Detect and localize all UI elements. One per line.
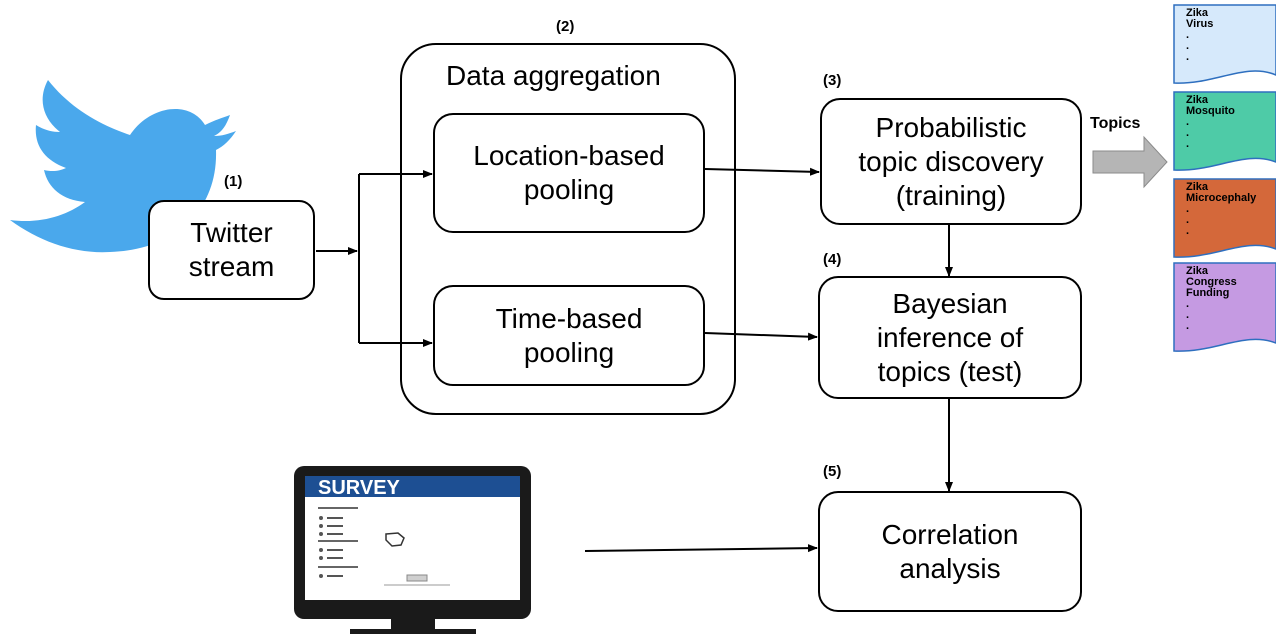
twitter-stream-line-2: stream [188, 251, 275, 282]
topic-discovery-box: Probabilistic topic discovery (training) [820, 98, 1082, 225]
bayesian-line-3: topics (test) [877, 355, 1023, 387]
connector-lines [316, 167, 953, 553]
topic-doc-funding-line-2: Congress [1186, 276, 1237, 288]
bayesian-inference-box: Bayesian inference of topics (test) [818, 276, 1082, 399]
twitter-stream-box: Twitter stream [148, 200, 315, 300]
topic-doc-virus-line-2: Virus [1186, 18, 1214, 30]
topic-doc-virus-line-4: . [1186, 40, 1190, 52]
topic-doc-funding-line-5: . [1186, 309, 1190, 321]
topic-doc-funding-line-4: . [1186, 298, 1190, 310]
survey-monitor-icon [294, 466, 531, 634]
topic-doc-funding-line-3: Funding [1186, 287, 1230, 299]
topic-doc-mosquito-line-2: Mosquito [1186, 105, 1235, 117]
topics-arrow [1092, 135, 1168, 189]
topic-doc-mosquito-line-3: . [1186, 116, 1190, 128]
topic-doc-virus-line-1: Zika [1186, 7, 1209, 19]
topic-doc-mosquito-line-4: . [1186, 127, 1190, 139]
location-pooling-line-1: Location-based [473, 140, 665, 171]
topic-doc-funding-line-6: . [1186, 320, 1190, 332]
correlation-analysis-box: Correlation analysis [818, 491, 1082, 612]
topic-doc-mosquito-line-1: Zika [1186, 94, 1209, 106]
topic-discovery-line-3: (training) [895, 179, 1007, 211]
topic-discovery-line-1: Probabilistic [875, 111, 1027, 143]
data-aggregation-title: Data aggregation [446, 60, 661, 91]
topics-label: Topics [1090, 115, 1141, 132]
topic-doc-microcephaly-line-4: . [1186, 214, 1190, 226]
step-5-label: (5) [823, 463, 842, 480]
topic-doc-virus-line-5: . [1186, 51, 1190, 63]
correlation-line-1: Correlation [881, 518, 1019, 550]
survey-label: SURVEY [318, 477, 401, 499]
topic-doc-funding-line-1: Zika [1186, 265, 1209, 277]
time-pooling-line-2: pooling [523, 336, 615, 368]
time-pooling-line-1: Time-based [495, 302, 643, 334]
topic-doc-microcephaly-line-2: Microcephaly [1186, 192, 1257, 204]
bayesian-line-2: inference of [876, 321, 1024, 353]
step-2-label: (2) [556, 18, 575, 35]
topic-doc-mosquito-line-5: . [1186, 138, 1190, 150]
time-pooling-box: Time-based pooling [433, 285, 705, 386]
step-1-label: (1) [224, 173, 243, 190]
location-pooling-box: Location-based pooling [433, 113, 705, 233]
topic-doc-microcephaly-line-5: . [1186, 225, 1190, 237]
topic-doc-virus-line-3: . [1186, 29, 1190, 41]
twitter-stream-line-1: Twitter [190, 217, 273, 248]
bayesian-line-1: Bayesian [892, 287, 1008, 319]
correlation-line-2: analysis [899, 552, 1001, 584]
step-3-label: (3) [823, 72, 842, 89]
topic-doc-microcephaly-line-1: Zika [1186, 181, 1209, 193]
data-aggregation-container [400, 43, 736, 415]
topic-doc-microcephaly-line-3: . [1186, 203, 1190, 215]
topic-discovery-line-2: topic discovery [858, 145, 1044, 177]
location-pooling-line-2: pooling [523, 174, 615, 205]
step-4-label: (4) [823, 251, 842, 268]
